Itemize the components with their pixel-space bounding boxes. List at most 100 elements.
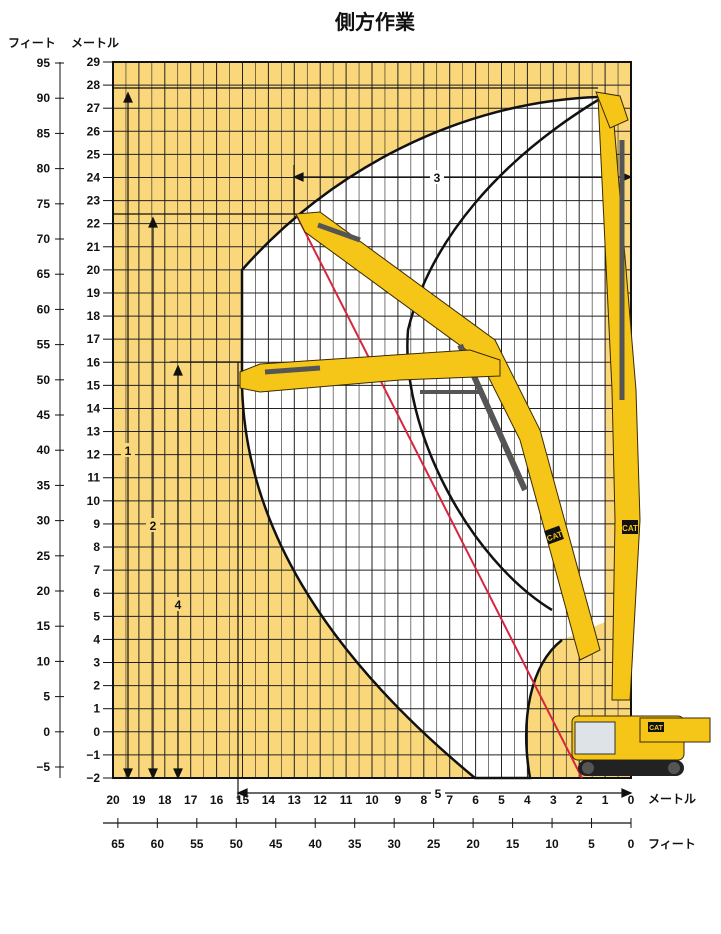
feet-tick-label: 40 xyxy=(37,443,51,457)
feet-tick-label: 15 xyxy=(37,619,51,633)
feet-tick-label: 50 xyxy=(37,373,51,387)
meter-tick-label: 28 xyxy=(87,78,101,92)
meter-tick-label: 14 xyxy=(87,401,101,415)
feet-tick-label: −5 xyxy=(36,760,50,774)
boom-raised xyxy=(295,211,601,661)
bottom-feet-tick-label: 0 xyxy=(628,837,635,851)
meter-tick-label: 11 xyxy=(87,471,100,485)
dimension-lines xyxy=(113,87,633,800)
meter-tick-label: 9 xyxy=(93,517,100,531)
meter-tick-label: 0 xyxy=(93,725,100,739)
bottom-feet-tick-label: 20 xyxy=(466,837,480,851)
feet-tick-label: 20 xyxy=(37,584,51,598)
bottom-feet-tick-label: 40 xyxy=(309,837,323,851)
feet-tick-label: 45 xyxy=(37,408,51,422)
meter-tick-label: 4 xyxy=(93,632,100,646)
max-reach-line xyxy=(295,213,583,779)
dimension-4-label-bg xyxy=(171,597,185,611)
dimension-2-arrow-bottom xyxy=(148,768,158,780)
bottom-meter-tick-label: 2 xyxy=(576,793,583,807)
bottom-meter-tick-label: 16 xyxy=(210,793,224,807)
bottom-meter-tick-label: 7 xyxy=(446,793,453,807)
cat-badge-upright-bg xyxy=(622,520,638,534)
dimension-5-arrow-right xyxy=(621,788,633,798)
meter-tick-label: 2 xyxy=(93,679,100,693)
excavator-illustration: CAT CAT CAT xyxy=(239,91,711,776)
dimension-5-label: 5 xyxy=(435,787,442,801)
meter-tick-label: −1 xyxy=(86,748,100,762)
meter-tick-label: 6 xyxy=(93,586,100,600)
dimension-3-label-bg xyxy=(430,170,444,184)
bottom-feet-tick-label: 55 xyxy=(190,837,204,851)
meter-tick-label: 23 xyxy=(87,194,101,208)
feet-tick-label: 0 xyxy=(43,725,50,739)
feet-unit-label: フィート xyxy=(8,36,56,50)
bottom-feet-tick-label: 5 xyxy=(588,837,595,851)
cab xyxy=(574,721,616,755)
bottom-meter-tick-label: 10 xyxy=(365,793,379,807)
bottom-meter-tick-label: 0 xyxy=(628,793,635,807)
bottom-feet-tick-label: 10 xyxy=(545,837,559,851)
meter-tick-label: 29 xyxy=(87,55,101,69)
cat-badge-body: CAT xyxy=(648,722,664,732)
bottom-feet-tick-label: 45 xyxy=(269,837,283,851)
bottom-meter-tick-label: 19 xyxy=(132,793,146,807)
diagram-title: 側方作業 xyxy=(334,10,416,34)
cylinder-raised xyxy=(317,222,361,243)
grid xyxy=(112,61,632,779)
bottom-feet-tick-label: 30 xyxy=(387,837,401,851)
bottom-meter-tick-label: 11 xyxy=(340,793,353,807)
bottom-meter-tick-label: 9 xyxy=(395,793,402,807)
cat-badge-upright: CAT xyxy=(622,520,638,534)
meter-tick-label: 21 xyxy=(87,240,101,254)
feet-tick-label: 95 xyxy=(37,56,51,70)
bottom-feet-tick-label: 35 xyxy=(348,837,362,851)
meter-tick-label: −2 xyxy=(86,771,100,785)
feet-tick-label: 60 xyxy=(37,302,51,316)
cat-badge-body-bg xyxy=(648,722,664,732)
dimension-4-label: 4 xyxy=(175,598,182,612)
bottom-meter-tick-label: 4 xyxy=(524,793,531,807)
bottom-meter-tick-label: 12 xyxy=(314,793,328,807)
bottom-meter-tick-label: 8 xyxy=(420,793,427,807)
feet-tick-label: 35 xyxy=(37,478,51,492)
bottom-meter-tick-label: 1 xyxy=(602,793,609,807)
attachment-upright xyxy=(595,91,629,129)
feet-tick-label: 70 xyxy=(37,232,51,246)
cat-badge-bg xyxy=(544,525,564,545)
dimension-1-label-bg xyxy=(121,443,135,457)
feet-tick-label: 10 xyxy=(37,654,51,668)
meter-tick-label: 5 xyxy=(93,609,100,623)
meter-tick-label: 20 xyxy=(87,263,101,277)
bottom-meter-tick-label: 15 xyxy=(236,793,250,807)
meter-tick-label: 7 xyxy=(93,563,100,577)
meter-tick-label: 26 xyxy=(87,124,101,138)
meter-tick-label: 27 xyxy=(87,101,101,115)
bottom-meter-tick-label: 20 xyxy=(106,793,120,807)
bottom-meter-tick-label: 18 xyxy=(158,793,172,807)
idler-front xyxy=(582,762,594,774)
outer-reach-outline xyxy=(240,95,599,780)
dimension-2-label-bg xyxy=(146,518,160,532)
axis-ticks: 2928272625242322212019181716151413121110… xyxy=(36,55,634,851)
feet-tick-label: 85 xyxy=(37,126,51,140)
meter-tick-label: 19 xyxy=(87,286,101,300)
cat-badge: CAT xyxy=(544,525,564,545)
cat-badge-body-text: CAT xyxy=(649,725,664,732)
bottom-feet-tick-label: 25 xyxy=(427,837,441,851)
bottom-feet-tick-label: 15 xyxy=(506,837,520,851)
meter-tick-label: 12 xyxy=(87,448,101,462)
dimension-1-label: 1 xyxy=(125,444,132,458)
dimension-4-arrow-bottom xyxy=(173,768,183,780)
dimension-3-arrow-left xyxy=(292,172,304,182)
bottom-meter-tick-label: 5 xyxy=(498,793,505,807)
meter-tick-label: 3 xyxy=(93,656,100,670)
cylinder-horizontal xyxy=(264,365,321,375)
bottom-feet-unit: フィート xyxy=(648,837,696,851)
meter-tick-label: 16 xyxy=(87,355,101,369)
inner-reach-outline xyxy=(406,98,599,612)
dimension-2-label: 2 xyxy=(150,519,157,533)
boom-horizontal xyxy=(239,349,501,393)
meter-unit-label: メートル xyxy=(71,36,119,50)
